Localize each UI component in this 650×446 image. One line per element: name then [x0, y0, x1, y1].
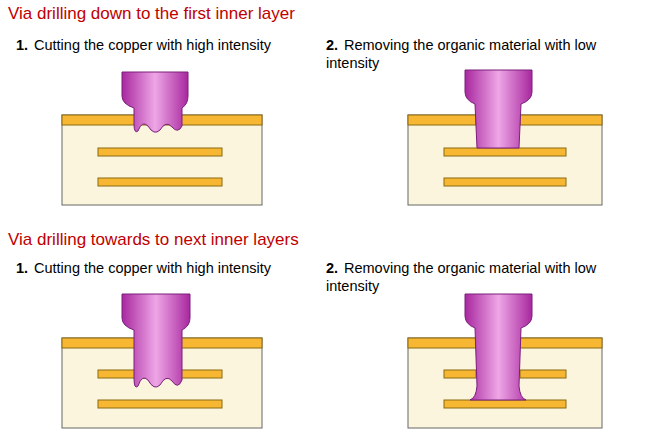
step-description: Cutting the copper with high intensity [16, 259, 278, 277]
step-description: Removing the organic material with low i… [326, 259, 626, 295]
laser-beam [465, 294, 532, 400]
section-heading: Via drilling towards to next inner layer… [8, 230, 299, 250]
step-number: 1. [16, 36, 36, 54]
pcb-cross-section [62, 115, 262, 205]
step-number: 2. [326, 36, 346, 54]
laser-beam [122, 294, 190, 387]
step-number: 2. [326, 259, 346, 277]
section-heading: Via drilling down to the first inner lay… [8, 4, 295, 24]
step-description: Cutting the copper with high intensity [16, 36, 278, 54]
step-description: Removing the organic material with low i… [326, 36, 626, 72]
laser-beam [122, 72, 188, 132]
laser-beam [465, 70, 532, 148]
step-number: 1. [16, 259, 36, 277]
